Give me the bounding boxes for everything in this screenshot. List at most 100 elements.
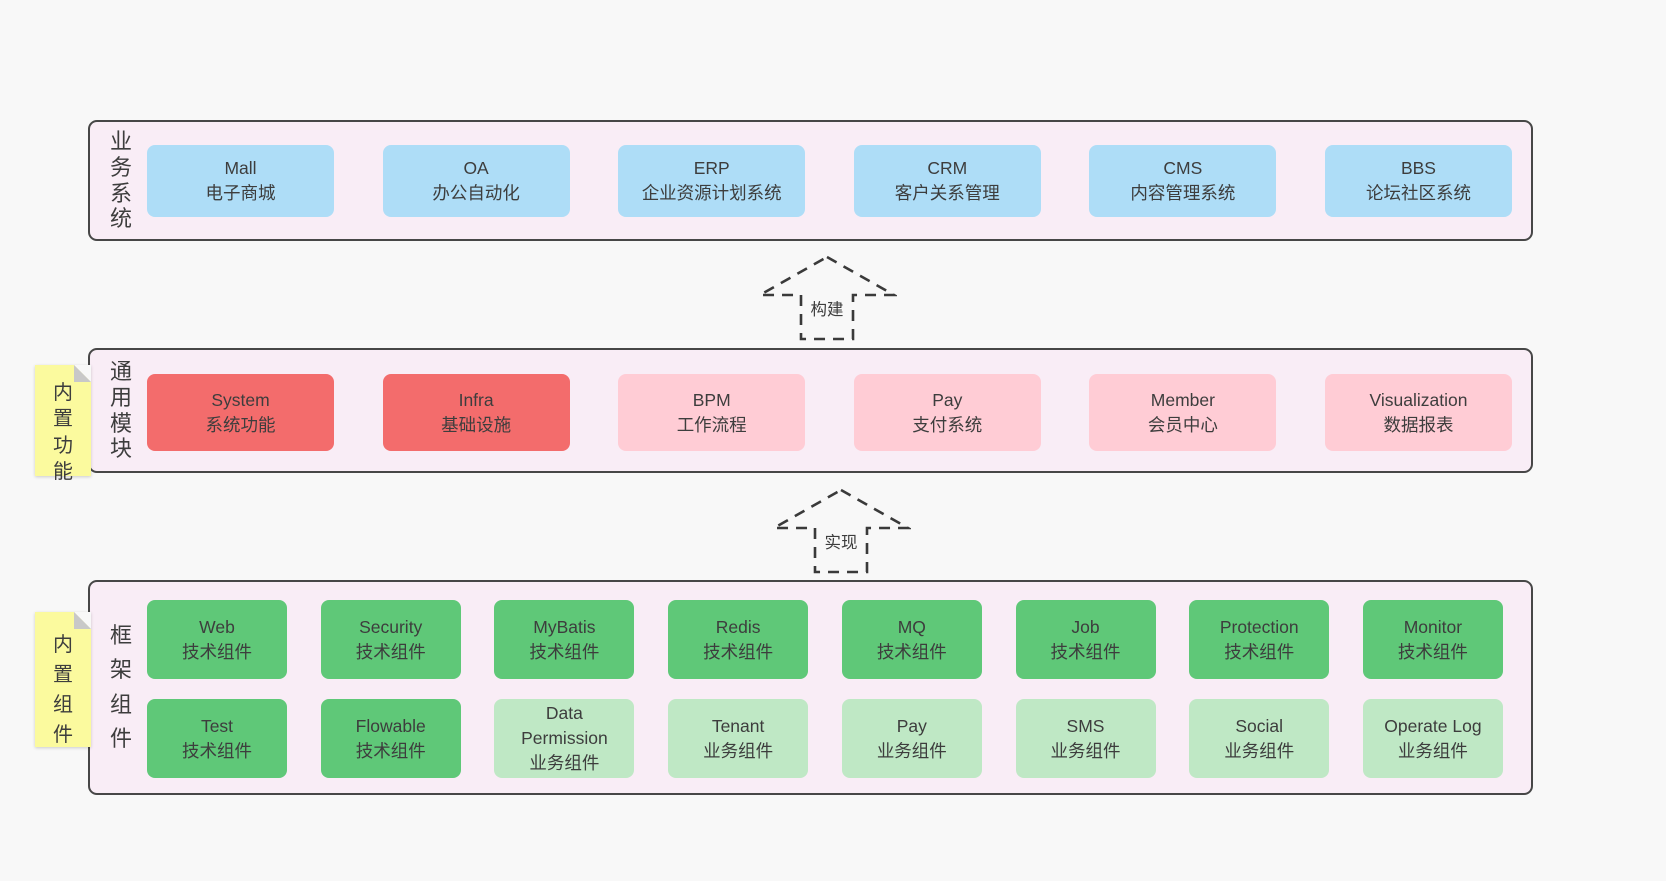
box-redis: Redis 技术组件	[668, 600, 809, 679]
box-title: Protection	[1219, 616, 1299, 637]
framework-components-panel: 框架组件 Web 技术组件 Security 技术组件 MyBatis 技术组件…	[88, 580, 1533, 795]
box-subtitle: 技术组件	[703, 641, 774, 662]
box-visualization: Visualization 数据报表	[1324, 374, 1512, 451]
box-pay-component: Pay 业务组件	[841, 699, 982, 778]
box-title: Infra	[458, 389, 494, 410]
box-subtitle: 企业资源计划系统	[641, 183, 782, 203]
box-member: Member 会员中心	[1089, 374, 1277, 451]
box-crm: CRM 客户关系管理	[853, 145, 1041, 217]
box-social: Social 业务组件	[1189, 699, 1330, 778]
up-arrow-icon	[757, 255, 897, 341]
common-modules-row: System 系统功能 Infra 基础设施 BPM 工作流程 Pay 支付系统…	[147, 374, 1512, 451]
box-job: Job 技术组件	[1015, 600, 1156, 679]
box-title: Visualization	[1369, 389, 1468, 410]
box-pay-module: Pay 支付系统	[853, 374, 1041, 451]
box-subtitle: 技术组件	[1224, 641, 1295, 662]
box-subtitle: 技术组件	[529, 641, 600, 662]
box-subtitle: 业务组件	[876, 740, 947, 761]
box-subtitle: 技术组件	[182, 740, 252, 761]
framework-components-row-2: Test 技术组件 Flowable 技术组件 Data Permission …	[147, 699, 1503, 778]
panel-label-business: 业务系统	[98, 122, 144, 239]
box-title: ERP	[693, 158, 730, 179]
sticky-note-text: 内置组件	[53, 634, 73, 746]
box-title: System	[211, 389, 270, 410]
implement-arrow-label: 实现	[821, 529, 861, 553]
box-security: Security 技术组件	[320, 600, 461, 679]
box-system: System 系统功能	[147, 374, 334, 451]
box-test: Test 技术组件	[147, 699, 287, 778]
panel-label-components-text: 框架组件	[109, 623, 132, 751]
box-title: Pay	[932, 389, 963, 410]
common-modules-panel: 通用模块 System 系统功能 Infra 基础设施 BPM 工作流程 Pay…	[88, 348, 1533, 473]
box-mq: MQ 技术组件	[841, 600, 982, 679]
box-subtitle: 业务组件	[1397, 740, 1468, 761]
box-title: CMS	[1163, 158, 1203, 179]
box-subtitle: 业务组件	[1050, 740, 1121, 761]
box-protection: Protection 技术组件	[1189, 600, 1330, 679]
box-oa: OA 办公自动化	[382, 145, 570, 217]
box-data-permission: Data Permission 业务组件	[494, 699, 635, 778]
business-systems-row: Mall 电子商城 OA 办公自动化 ERP 企业资源计划系统 CRM 客户关系…	[147, 145, 1512, 217]
box-tenant: Tenant 业务组件	[668, 699, 809, 778]
panel-label-modules-text: 通用模块	[109, 358, 132, 462]
build-arrow-label: 构建	[807, 296, 847, 320]
box-subtitle: 电子商城	[205, 183, 276, 203]
box-title: MQ	[897, 616, 926, 637]
box-subtitle: 论坛社区系统	[1365, 183, 1471, 203]
box-subtitle: 系统功能	[205, 414, 276, 435]
box-title: Pay	[896, 715, 927, 736]
box-sms: SMS 业务组件	[1015, 699, 1156, 778]
box-title: Security	[359, 616, 423, 637]
box-subtitle: 业务组件	[529, 752, 600, 773]
box-title: OA	[463, 158, 489, 179]
panel-label-modules: 通用模块	[98, 350, 144, 471]
box-bpm: BPM 工作流程	[618, 374, 806, 451]
sticky-note-built-in-components: 内置组件	[35, 612, 91, 747]
box-title: Tenant	[711, 715, 765, 736]
box-title: Web	[199, 616, 235, 637]
box-subtitle: 技术组件	[182, 641, 252, 662]
box-title: BPM	[692, 389, 731, 410]
panel-label-business-text: 业务系统	[109, 128, 132, 232]
box-monitor: Monitor 技术组件	[1362, 600, 1503, 679]
box-title: Mall	[224, 158, 257, 179]
box-subtitle: 技术组件	[1397, 641, 1468, 662]
box-operate-log: Operate Log 业务组件	[1362, 699, 1503, 778]
box-title: Member	[1150, 389, 1215, 410]
panel-label-components: 框架组件	[98, 582, 144, 793]
box-subtitle: 业务组件	[703, 740, 774, 761]
box-title: MyBatis	[533, 616, 596, 637]
box-flowable: Flowable 技术组件	[320, 699, 461, 778]
box-subtitle: 会员中心	[1147, 414, 1218, 435]
box-title: Flowable	[355, 715, 426, 736]
box-subtitle: 技术组件	[355, 740, 426, 761]
box-title: SMS	[1066, 715, 1105, 736]
box-title: Monitor	[1403, 616, 1463, 637]
box-erp: ERP 企业资源计划系统	[618, 145, 806, 217]
business-systems-panel: 业务系统 Mall 电子商城 OA 办公自动化 ERP 企业资源计划系统 CRM…	[88, 120, 1533, 241]
box-subtitle: 基础设施	[441, 414, 512, 435]
box-subtitle: 内容管理系统	[1130, 183, 1236, 203]
up-arrow-icon	[771, 488, 911, 574]
box-cms: CMS 内容管理系统	[1089, 145, 1277, 217]
implement-arrow: 实现	[771, 487, 911, 575]
box-subtitle: 支付系统	[912, 414, 983, 435]
box-title: CRM	[927, 158, 968, 179]
box-title: Redis	[715, 616, 761, 637]
box-subtitle: 技术组件	[876, 641, 947, 662]
sticky-note-built-in-functions: 内置功能	[35, 365, 91, 483]
sticky-note-text: 内置功能	[53, 382, 73, 484]
box-title: Operate Log	[1384, 715, 1482, 736]
box-title: BBS	[1400, 158, 1436, 179]
box-title: Job	[1071, 616, 1100, 637]
box-subtitle: 数据报表	[1383, 414, 1454, 435]
box-infra: Infra 基础设施	[382, 374, 570, 451]
box-subtitle: 办公自动化	[432, 183, 520, 203]
box-web: Web 技术组件	[147, 600, 287, 679]
box-title: Data Permission	[521, 703, 608, 749]
framework-components-row-1: Web 技术组件 Security 技术组件 MyBatis 技术组件 Redi…	[147, 600, 1503, 679]
build-arrow: 构建	[757, 254, 897, 342]
box-subtitle: 工作流程	[676, 414, 747, 435]
box-title: Test	[200, 715, 234, 736]
